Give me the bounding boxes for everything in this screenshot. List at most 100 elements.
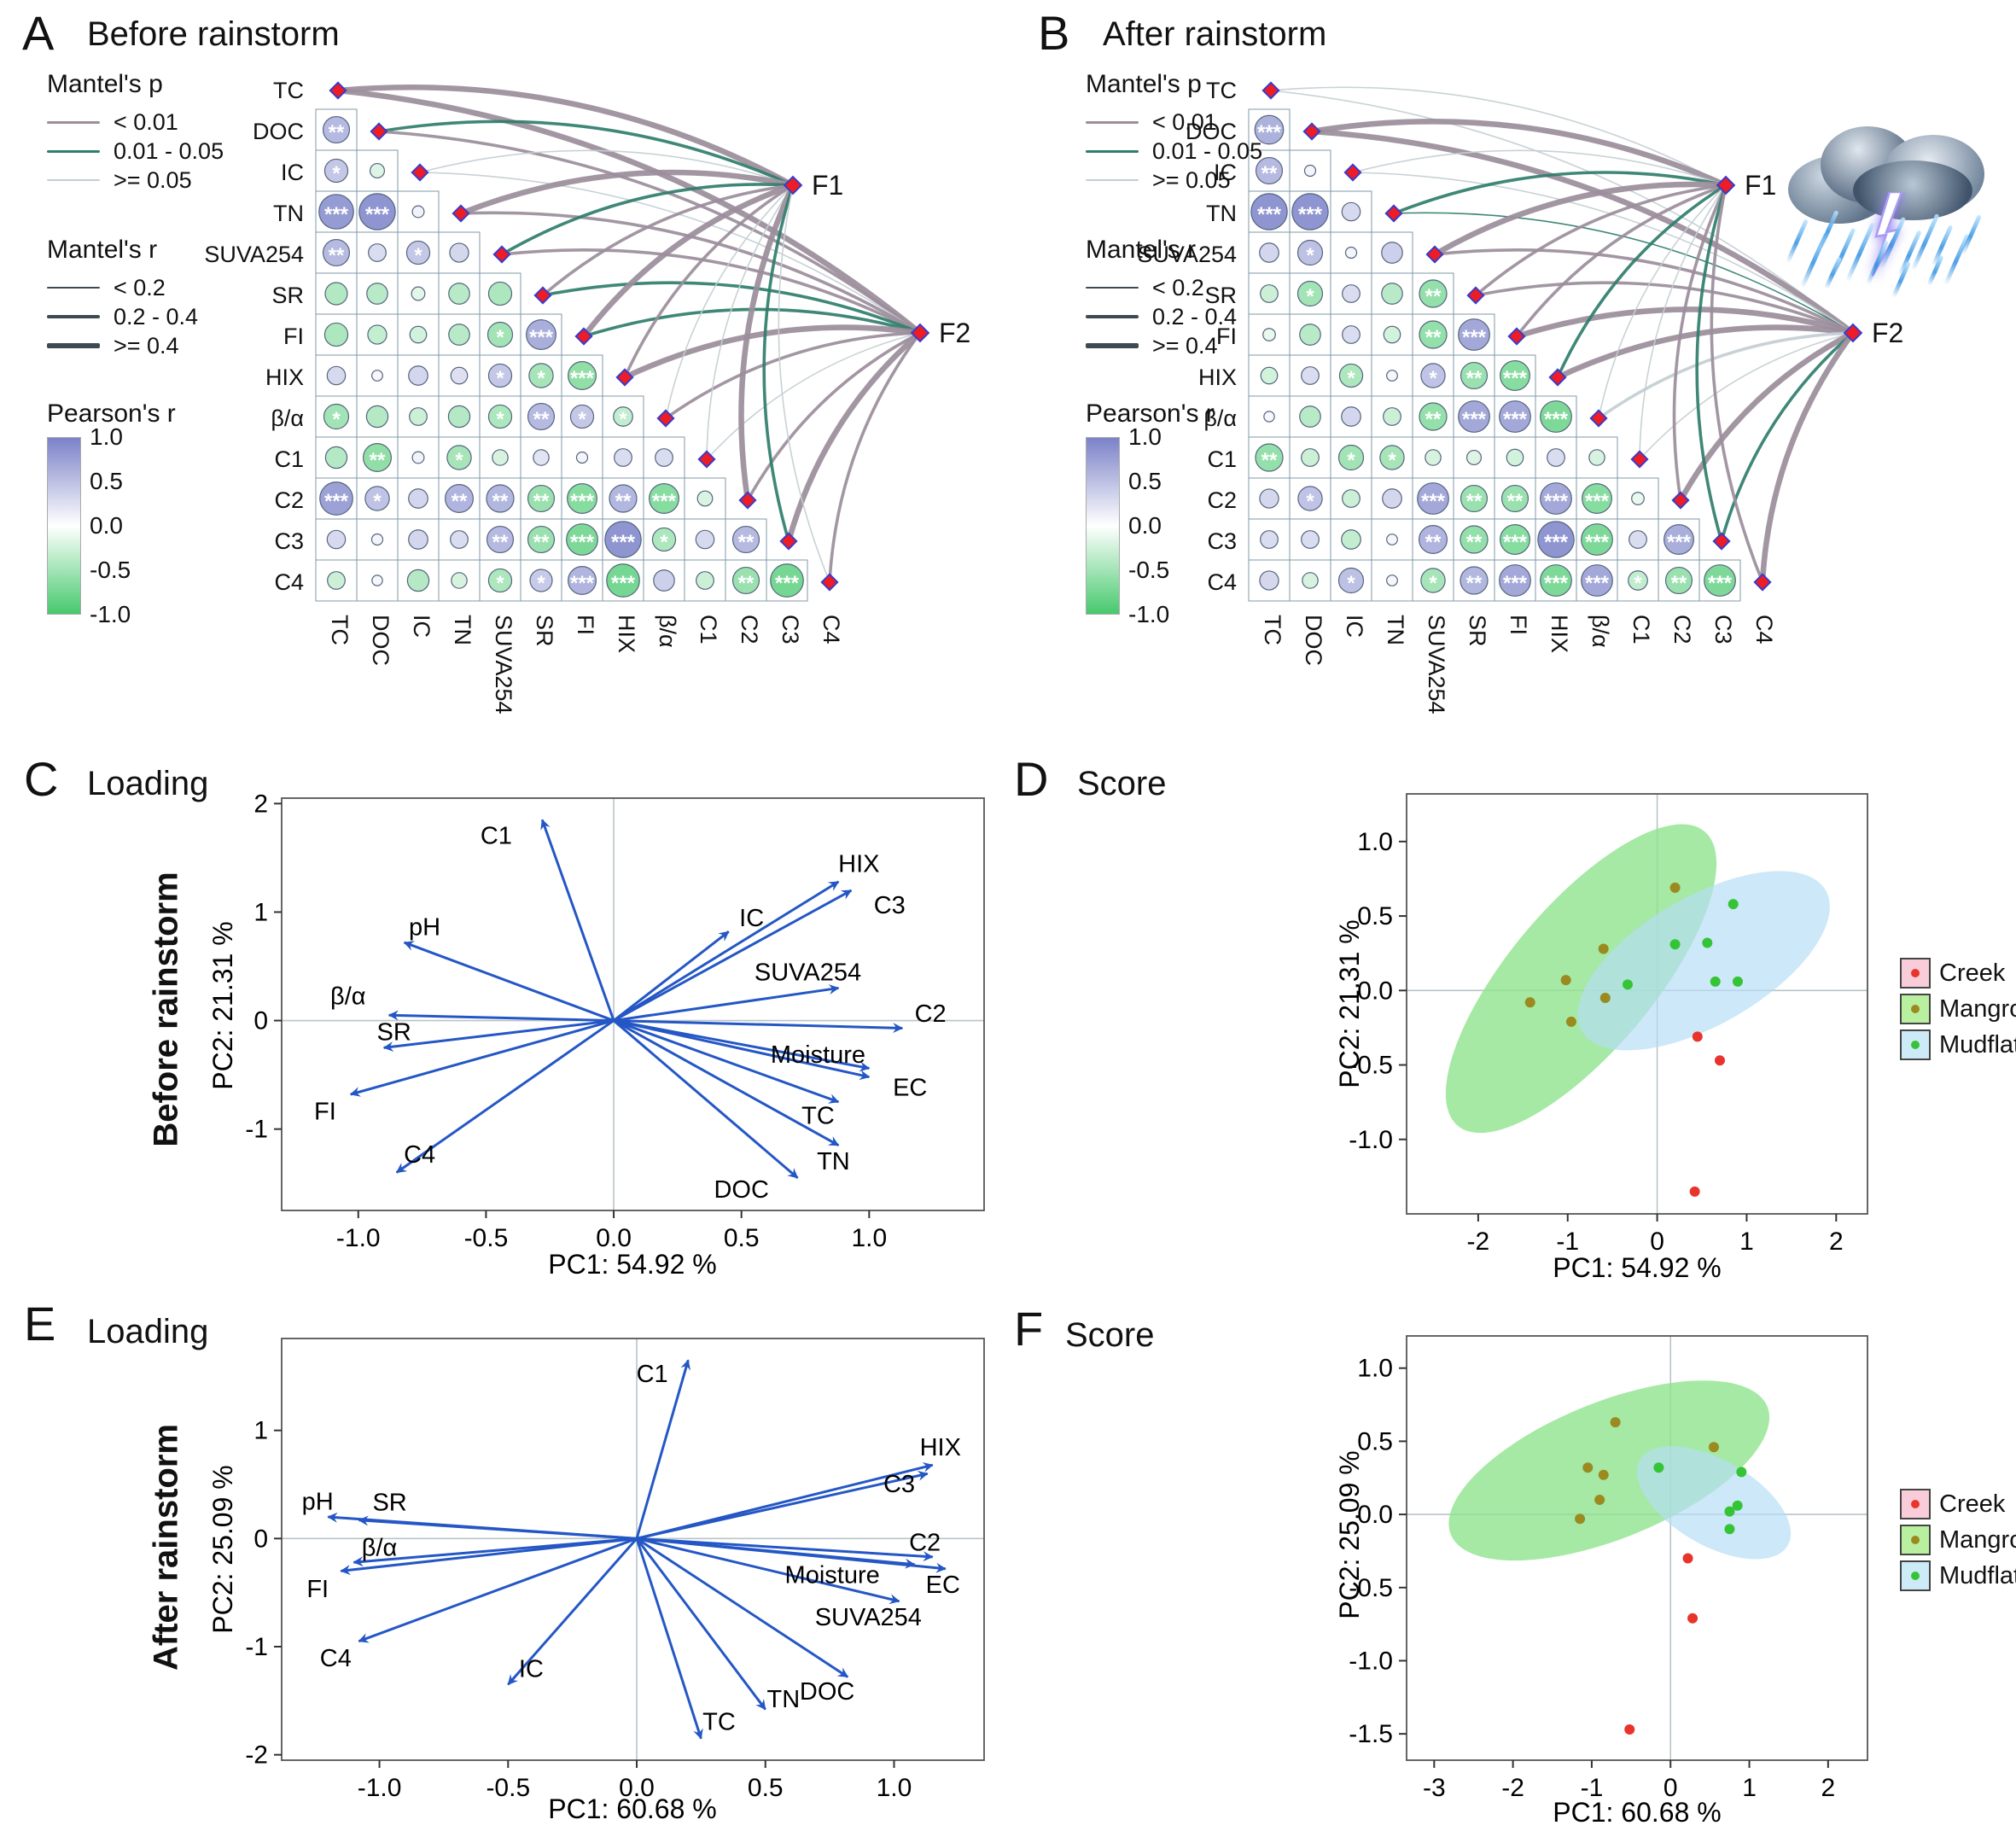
matrix-row-label: C1 — [274, 446, 304, 472]
correlation-circle — [364, 486, 390, 511]
variable-node-icon — [574, 327, 593, 346]
mantel-p-item: < 0.01 — [47, 108, 303, 137]
correlation-circle — [1537, 521, 1575, 558]
correlation-circle — [1417, 482, 1449, 515]
y-tick-label: -1.0 — [1349, 1126, 1393, 1154]
score-legend-f: Creek Mangrove Mudflat — [1900, 1487, 2016, 1593]
score-point-mudflat — [1724, 1524, 1735, 1535]
x-axis-title: PC1: 60.68 % — [1553, 1797, 1721, 1828]
matrix-row-label: DOC — [1186, 119, 1237, 144]
score-point-mangrove — [1598, 1469, 1609, 1480]
plot-border — [281, 1338, 985, 1761]
correlation-circle — [1631, 492, 1645, 505]
line-sample-icon — [47, 120, 100, 124]
mantel-edge-HIX-F2 — [1554, 324, 1856, 381]
significance-stars: * — [1429, 572, 1437, 595]
mantel-edge-C1-F1 — [706, 184, 794, 460]
x-tick-label: -3 — [1423, 1774, 1446, 1802]
confidence-ellipse-mudflat — [1636, 1446, 1792, 1560]
loading-arrow-SR — [358, 1515, 638, 1540]
matrix-col-label: β/α — [1588, 615, 1613, 648]
significance-stars: * — [455, 449, 463, 472]
correlation-circle — [1540, 564, 1572, 597]
x-tick-label: 1.0 — [877, 1774, 912, 1802]
loading-arrow-SUVA254 — [613, 984, 840, 1023]
correlation-circle — [1418, 524, 1448, 554]
significance-stars: ** — [1261, 449, 1278, 472]
panel-letter-b: B — [1038, 6, 1070, 60]
x-tick-label: 1 — [1739, 1228, 1754, 1256]
matrix-row-label: C4 — [1207, 569, 1237, 595]
legend-label: Mudflat — [1939, 1030, 2016, 1059]
variable-node-icon — [820, 573, 839, 592]
legend-label: Creek — [1939, 959, 2006, 987]
score-legend-d: Creek Mangrove Mudflat — [1900, 956, 2016, 1062]
mantel-r-label: 0.2 - 0.4 — [114, 303, 199, 330]
significance-stars: ** — [1261, 162, 1278, 185]
x-tick-label: 1 — [1742, 1774, 1757, 1802]
significance-stars: *** — [1257, 203, 1282, 226]
panel-title-b: After rainstorm — [1103, 15, 1327, 53]
correlation-circle — [1254, 114, 1285, 145]
pearson-tick-label: 0.5 — [90, 468, 123, 494]
significance-stars: *** — [611, 531, 636, 554]
matrix-col-label: TC — [327, 615, 353, 645]
mantel-p-title: Mantel's p — [1086, 70, 1202, 98]
correlation-circle — [1499, 400, 1531, 433]
mantel-edge-SUVA254-F2 — [500, 248, 922, 335]
panel-letter-d: D — [1014, 752, 1049, 806]
correlation-circle — [1303, 164, 1317, 178]
mantel-p-title: Mantel's p — [47, 70, 163, 98]
correlation-circle — [567, 361, 597, 391]
mantel-r-item: 0.2 - 0.4 — [47, 302, 303, 331]
significance-stars: *** — [775, 572, 800, 595]
score-point-mudflat — [1702, 937, 1713, 948]
significance-stars: *** — [1257, 121, 1282, 144]
line-sample-icon — [1086, 342, 1139, 349]
significance-stars: * — [496, 572, 504, 595]
legend-label: Mangrove — [1939, 1525, 2016, 1554]
correlation-circle — [1540, 482, 1572, 515]
score-point-creek — [1689, 1186, 1700, 1197]
correlation-circle — [1296, 239, 1324, 266]
score-point-creek — [1682, 1553, 1693, 1564]
plot-border — [281, 797, 985, 1211]
score-point-creek — [1692, 1031, 1703, 1042]
mantel-p-item: >= 0.05 — [47, 166, 303, 195]
mantel-edge-C1-F2 — [706, 332, 921, 460]
correlation-circle — [323, 322, 349, 347]
y-axis-title: PC2: 25.09 % — [207, 1465, 238, 1633]
pearson-title: Pearson's r — [1086, 400, 1215, 428]
correlation-circle — [1262, 328, 1276, 341]
loading-label: pH — [302, 1488, 334, 1515]
variable-node-icon — [1302, 122, 1321, 141]
loading-label: C2 — [915, 1000, 947, 1028]
correlation-circle — [1581, 523, 1613, 556]
mantel-edge-TC-F1 — [1270, 86, 1727, 186]
line-sample-icon — [47, 287, 100, 289]
matrix-cell — [356, 231, 399, 274]
correlation-circle — [450, 366, 469, 385]
mantel-edge-SR-F1 — [541, 184, 795, 297]
mantel-edge-β/α-F2 — [664, 331, 922, 420]
mantel-p-label: 0.01 - 0.05 — [114, 137, 224, 164]
mangrove-swatch — [1900, 1525, 1931, 1555]
matrix-row-label: TN — [273, 201, 304, 226]
correlation-circle — [450, 530, 469, 549]
x-tick-label: 0.0 — [619, 1774, 655, 1802]
correlation-circle — [411, 205, 425, 219]
correlation-circle — [365, 405, 389, 429]
matrix-col-label: SUVA254 — [491, 615, 516, 714]
correlation-circle — [1629, 530, 1647, 549]
panel-title-c: Loading — [87, 765, 209, 802]
correlation-circle — [1342, 325, 1361, 344]
matrix-col-label: TN — [450, 615, 475, 645]
creek-swatch — [1900, 1489, 1931, 1519]
significance-stars: * — [332, 408, 341, 431]
loading-arrow-IC — [507, 1537, 638, 1686]
correlation-circle — [326, 529, 347, 550]
creek-dot-icon — [1911, 969, 1920, 977]
